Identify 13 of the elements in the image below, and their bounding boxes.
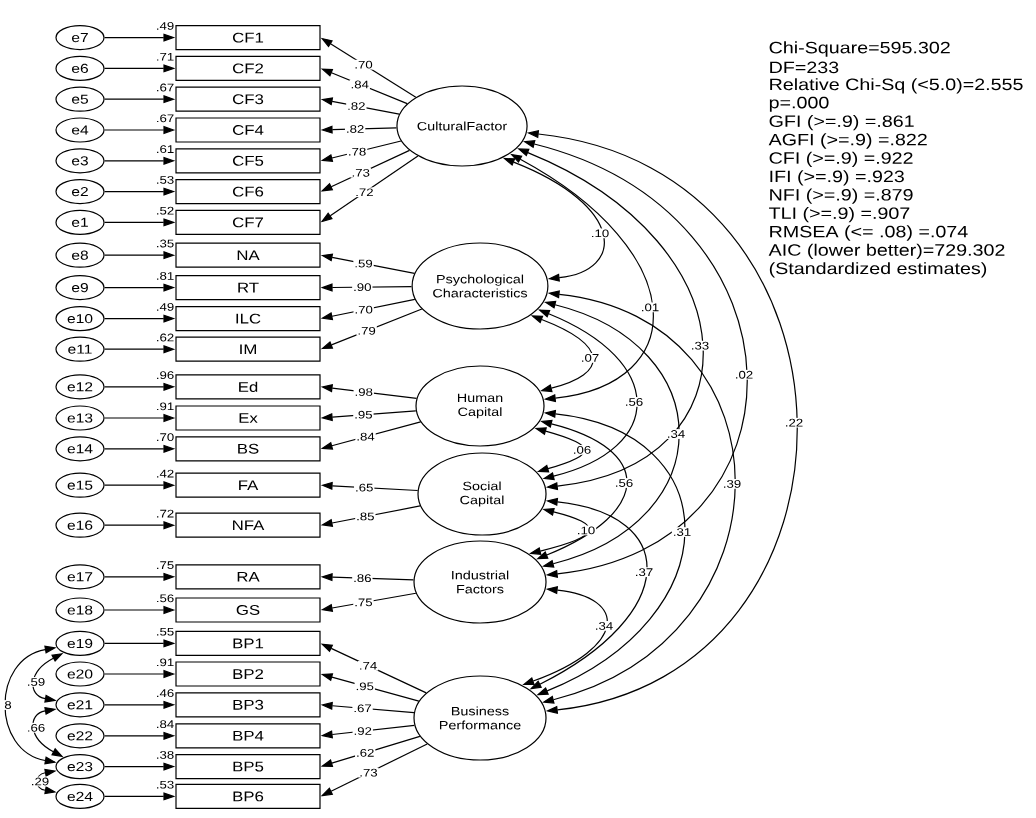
statistics-line: GFI (>=.9) =.861 [769, 114, 914, 131]
statistics-line: DF=233 [770, 61, 839, 74]
statistics-line: NFI (>=.9) =.879 [770, 188, 913, 204]
statistics-line: Chi-Square=595.302 [769, 41, 950, 57]
statistics-line: TLI (>=.9) =.907 [769, 206, 910, 223]
statistics-line: IFI (>=.9) =.923 [770, 170, 904, 186]
statistics-line: (Standardized estimates) [769, 262, 987, 278]
statistics-line: AGFI (>=.9) =.822 [768, 133, 927, 149]
statistics-line: CFI (>=.9) =.922 [769, 151, 913, 168]
statistics-line: p=.000 [769, 96, 829, 112]
statistics-line: AIC (lower better)=729.302 [768, 243, 1005, 260]
statistics-line: RMSEA (<= .08) =.074 [770, 225, 968, 241]
statistics-line: Relative Chi-Sq (<5.0)=2.555 [770, 78, 1023, 94]
